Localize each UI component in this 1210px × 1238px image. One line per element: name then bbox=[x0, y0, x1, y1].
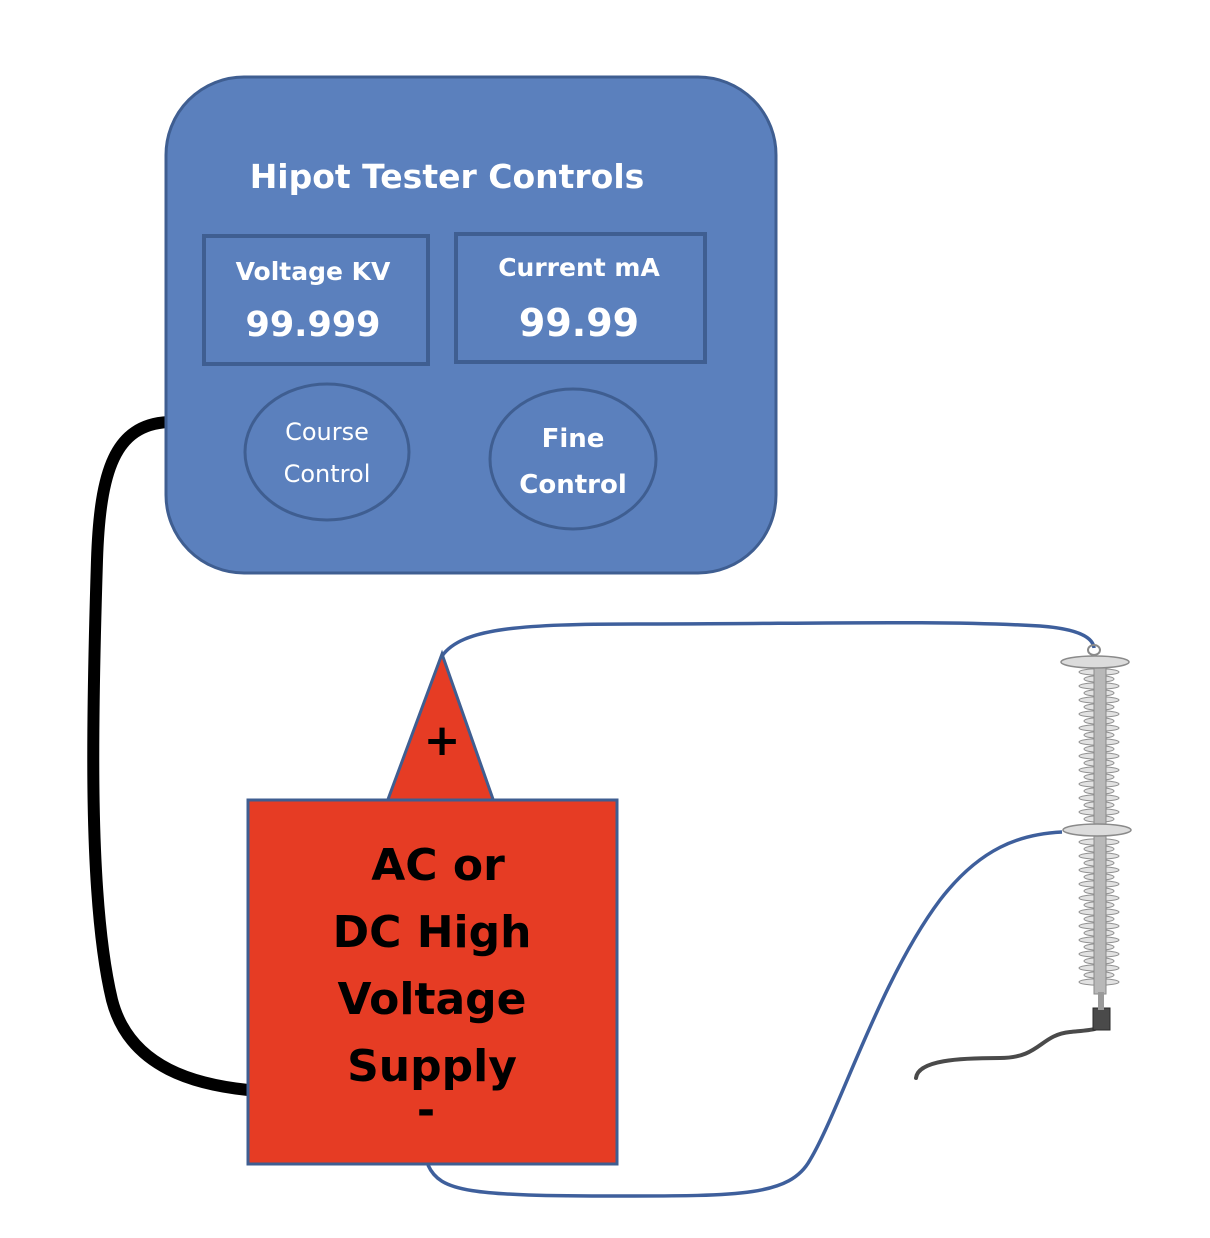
insulator-under-test bbox=[914, 644, 1132, 1080]
insulator-base-stem bbox=[1098, 992, 1104, 1010]
positive-terminal-symbol: + bbox=[424, 715, 461, 766]
positive-lead-wire bbox=[440, 620, 1096, 658]
insulator-top-flange bbox=[1060, 655, 1130, 669]
negative-terminal-symbol: - bbox=[417, 1085, 435, 1136]
current-display bbox=[454, 232, 707, 364]
voltage-display bbox=[202, 234, 430, 366]
high-voltage-supply bbox=[246, 798, 619, 1166]
supply-label-line2: DC High bbox=[333, 907, 532, 958]
course-control-knob[interactable]: Course Control bbox=[243, 382, 411, 522]
supply-label-line4: Supply bbox=[347, 1041, 517, 1092]
current-value: 99.99 bbox=[519, 301, 639, 345]
fine-control-label-line2: Control bbox=[519, 470, 626, 500]
negative-lead-wire bbox=[426, 830, 1063, 1198]
ground-wire bbox=[914, 1022, 1102, 1080]
current-label: Current mA bbox=[498, 253, 660, 282]
voltage-label: Voltage KV bbox=[236, 257, 391, 286]
fine-control-knob[interactable]: Fine Control bbox=[488, 387, 658, 531]
voltage-value: 99.999 bbox=[245, 305, 380, 345]
course-control-label-line1: Course bbox=[285, 418, 369, 446]
insulator-base-fitting bbox=[1092, 1007, 1111, 1031]
fine-control-label-line1: Fine bbox=[542, 424, 605, 454]
insulator-top-terminal bbox=[1087, 644, 1101, 656]
supply-label-line1: AC or bbox=[371, 840, 505, 891]
control-cable bbox=[87, 416, 254, 1096]
insulator-middle-flange bbox=[1062, 823, 1132, 837]
controller-title: Hipot Tester Controls bbox=[250, 157, 645, 196]
course-control-label-line2: Control bbox=[284, 460, 371, 488]
supply-label-line3: Voltage bbox=[337, 974, 526, 1025]
